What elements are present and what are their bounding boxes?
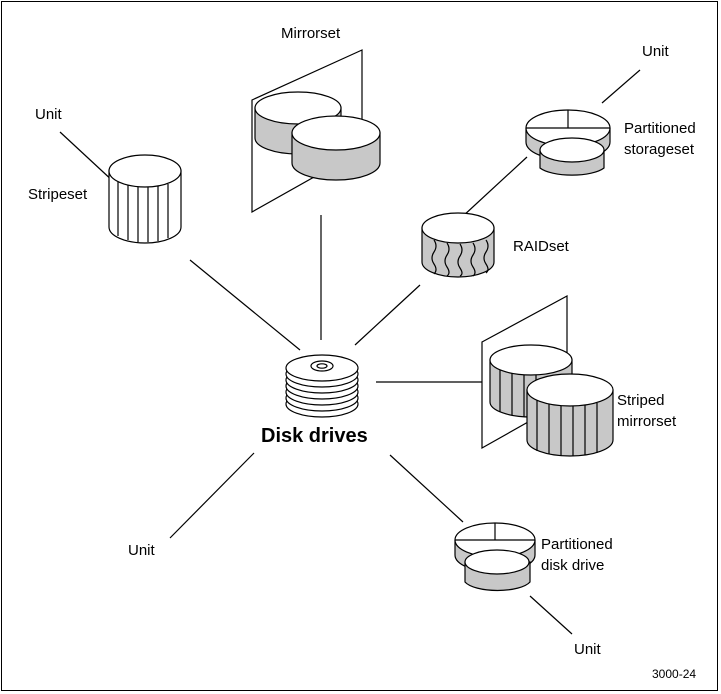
label-unit-bottom-right: Unit (574, 641, 601, 658)
figure-id: 3000-24 (652, 667, 697, 681)
link-raidset (354, 284, 421, 346)
link-unit-top-left (59, 131, 116, 184)
label-disk-drives: Disk drives (261, 425, 368, 447)
label-striped-mirrorset-1: Striped (617, 392, 665, 409)
striped-mirrorset-icon (481, 294, 614, 457)
mirrorset-icon (251, 49, 381, 214)
link-raidset-partitioned-storageset (461, 156, 528, 218)
label-raidset: RAIDset (513, 238, 569, 255)
label-mirrorset: Mirrorset (281, 25, 341, 42)
label-unit-bottom-left: Unit (128, 542, 155, 559)
label-partitioned-storageset-2: storageset (624, 141, 695, 158)
link-partitioned-disk (389, 454, 464, 523)
partitioned-storageset-icon (525, 109, 611, 176)
raidset-icon (421, 212, 495, 278)
link-unit-bottom-left (169, 452, 255, 539)
label-striped-mirrorset-2: mirrorset (617, 413, 677, 430)
partitioned-disk-drive-icon (454, 522, 536, 592)
label-unit-top-left: Unit (35, 106, 62, 123)
disk-drives-stack-icon (285, 354, 359, 418)
link-unit-top-right (601, 69, 641, 104)
stripeset-icon (108, 154, 182, 244)
label-partitioned-storageset-1: Partitioned (624, 120, 696, 137)
label-partitioned-disk-1: Partitioned (541, 536, 613, 553)
label-unit-top-right: Unit (642, 43, 669, 60)
link-unit-bottom-right (529, 595, 573, 635)
label-stripeset: Stripeset (28, 186, 88, 203)
label-partitioned-disk-2: disk drive (541, 557, 605, 574)
link-stripeset (189, 259, 301, 351)
